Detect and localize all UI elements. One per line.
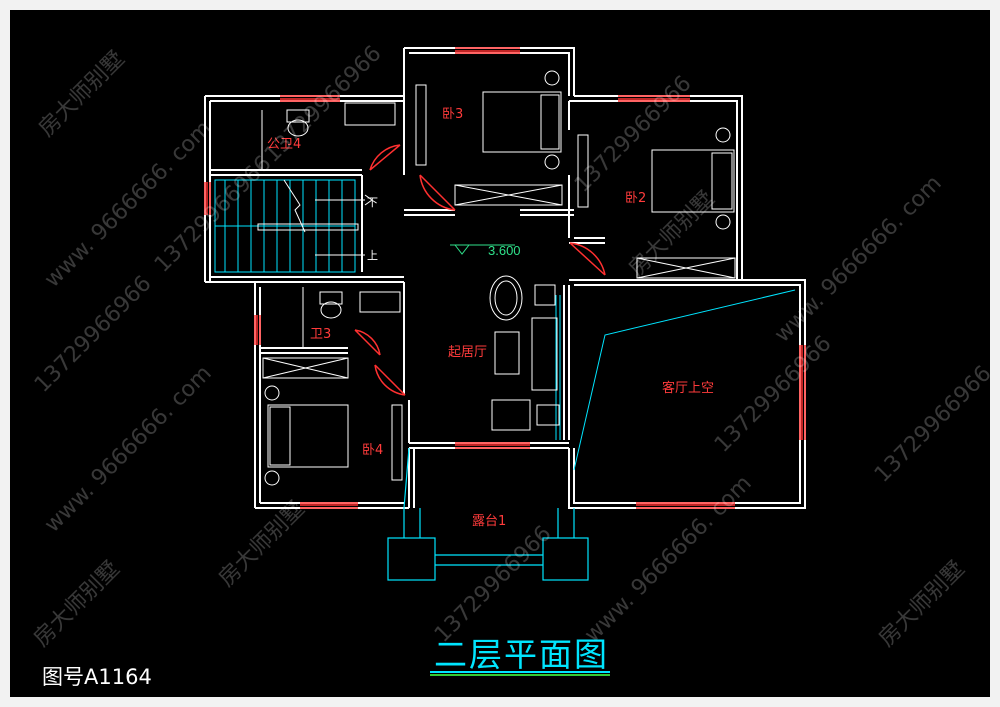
void-outline (573, 289, 796, 471)
windows (204, 47, 806, 509)
round-table (489, 275, 523, 321)
door-bed4 (374, 364, 406, 396)
bed-bedroom2 (651, 149, 735, 213)
window-wc4 (280, 95, 340, 102)
elevation-label: 3.600 (488, 243, 521, 258)
bed3-bottom-wall (404, 175, 574, 238)
upper-right-wall (569, 95, 743, 280)
living-right-wall (563, 285, 570, 440)
door-bed2 (569, 242, 606, 276)
title-underline (430, 674, 610, 676)
doors (354, 144, 606, 396)
sofa (531, 317, 558, 391)
door-wc3 (354, 329, 381, 356)
window-wc3 (254, 315, 261, 345)
label-living-room: 起居厅 (448, 345, 488, 360)
window-bed4 (300, 502, 358, 509)
window-void-bottom (636, 502, 735, 509)
window-bed2 (618, 95, 690, 102)
window-bed3 (455, 47, 520, 54)
stair[interactable] (214, 179, 373, 273)
label-bedroom3: 卧3 (442, 107, 464, 122)
label-double-height: 客厅上空 (662, 381, 715, 396)
wc3-wall (260, 282, 405, 360)
drawing-number: 图号A1164 (42, 665, 152, 689)
bed-bedroom3 (482, 91, 562, 153)
window-void-right (799, 345, 806, 440)
window-living (455, 442, 530, 449)
bed4-right-wall (403, 360, 410, 443)
label-terrace: 露台1 (472, 514, 507, 529)
coffee-table (494, 331, 520, 375)
floor-plan (204, 47, 806, 581)
door-bed3 (419, 174, 456, 211)
drawing-frame: 卧3 卧2 卧4 公卫4 卫3 起居厅 客厅上空 露台1 下 上 3.600 1… (10, 10, 997, 697)
stair-bottom-wall (205, 276, 404, 283)
label-public-wc4: 公卫4 (267, 137, 302, 152)
void-wall (568, 279, 806, 509)
label-bedroom4: 卧4 (362, 443, 384, 458)
furniture (261, 70, 736, 486)
stair-up-label: 上 (367, 249, 378, 262)
label-bedroom2: 卧2 (625, 191, 647, 206)
drawing-title: 二层平面图 (434, 635, 609, 674)
elevation-marker (450, 244, 515, 255)
stair-down-label: 下 (367, 196, 378, 209)
central-bottom-wall (408, 442, 569, 508)
bed-bedroom4 (267, 404, 349, 468)
wc4-bottom-wall (210, 169, 362, 176)
title-underline (430, 671, 610, 673)
bed2-left-wall (568, 101, 605, 244)
window-stair (204, 182, 211, 215)
label-wc3: 卫3 (310, 327, 332, 342)
terrace-outline (387, 447, 589, 581)
door-wc4 (369, 144, 401, 171)
